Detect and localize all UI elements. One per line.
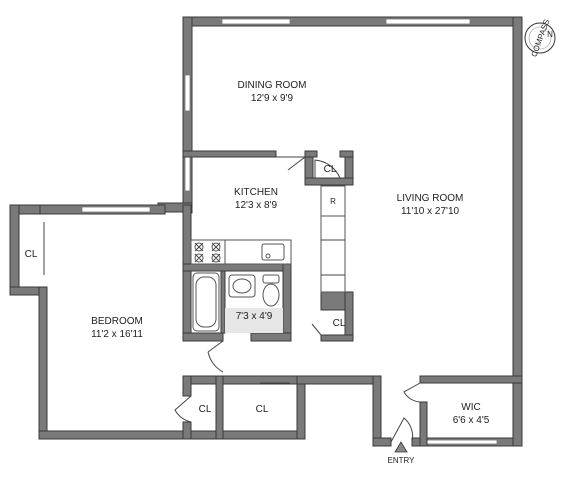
wic-size: 6'6 x 4'5	[453, 415, 490, 426]
refrigerator	[320, 185, 346, 217]
door-wic	[403, 382, 421, 403]
window-dining-side	[184, 74, 191, 112]
wall-bath-right	[282, 263, 292, 342]
doors	[43, 156, 421, 443]
wall-kcl-top-l	[304, 150, 318, 158]
bedroom-closet-label: CL	[25, 249, 38, 260]
wall-entry-left	[372, 375, 382, 447]
dining-room-size: 12'9 x 9'9	[251, 93, 294, 104]
door-entry	[390, 417, 414, 443]
wall-bath-bottom-r	[250, 332, 292, 342]
wall-wic-right	[512, 376, 523, 447]
door-kitchen-leaf	[287, 156, 306, 171]
wall-wic-left	[419, 401, 428, 447]
room-labels: DINING ROOM 12'9 x 9'9 KITCHEN 12'3 x 8'…	[91, 80, 490, 426]
wall-bath-top	[182, 263, 290, 272]
dining-room-name: DINING ROOM	[238, 80, 307, 91]
entry-label: ENTRY	[388, 456, 416, 465]
wall-lcl-bottom	[320, 334, 354, 342]
bedroom-name: BEDROOM	[91, 316, 143, 327]
sink-drain-icon	[265, 253, 271, 259]
wall-bedroom-bottom	[38, 430, 184, 440]
door-kcl	[314, 159, 341, 179]
wall-hcl-left	[182, 375, 192, 397]
wall-bath-bottom-l	[182, 332, 224, 342]
living-room-name: LIVING ROOM	[397, 193, 464, 204]
bath-floor-tile	[225, 308, 283, 333]
closet-labels: CL CL CL CL CL	[25, 164, 346, 415]
windows	[81, 18, 498, 445]
wall-wic-top	[419, 375, 523, 384]
door-hcl	[174, 395, 192, 423]
entry-marker: ENTRY	[388, 441, 416, 465]
small-closet-label: CL	[199, 404, 212, 415]
stove-burners-icon	[194, 242, 221, 263]
bathtub-basin	[195, 276, 217, 328]
wall-entry-top	[296, 375, 382, 385]
compass-icon	[524, 22, 556, 54]
window-wic	[426, 439, 498, 445]
door-lcl-leaf	[311, 323, 322, 336]
compass-north-label: N	[547, 30, 553, 39]
wall-hall-right	[296, 375, 306, 440]
entry-arrow-icon	[394, 441, 408, 453]
kitchen-fixtures: R	[190, 185, 346, 293]
door-bath-leaf	[207, 340, 224, 353]
door-bath-arc	[207, 351, 224, 373]
window-kitchen-side	[184, 156, 191, 192]
living-closet-label: CL	[333, 318, 346, 329]
living-room-size: 11'10 x 27'10	[401, 206, 460, 217]
wall-bath-tub-divider	[220, 270, 226, 334]
interior-walls	[182, 150, 523, 447]
bath-size: 7'3 x 4'9	[236, 311, 273, 322]
bath-sink-basin	[232, 278, 252, 294]
wall-kcl-bottom	[304, 177, 354, 186]
window-bedroom	[81, 206, 151, 213]
wall-hcl-divider	[215, 375, 224, 440]
kitchen-closet-label: CL	[324, 164, 337, 175]
compass: COMPASS N	[524, 18, 556, 58]
bedroom-size: 11'2 x 16'11	[91, 329, 143, 340]
wall-right	[512, 16, 523, 378]
wall-entry-bottom-left	[372, 437, 392, 447]
wall-hall-bottom	[189, 430, 306, 440]
kitchen-sink-icon	[261, 243, 285, 261]
refrigerator-label: R	[330, 197, 336, 206]
wall-kcl-top-r	[339, 150, 354, 158]
window-living	[385, 18, 471, 25]
wall-bedroom-left	[38, 286, 48, 440]
bath-fixtures	[192, 272, 283, 333]
kitchen-name: KITCHEN	[234, 187, 278, 198]
toilet-tank	[262, 274, 280, 284]
wall-hcl-left-low	[182, 421, 192, 440]
window-dining	[221, 18, 291, 25]
kitchen-size: 12'3 x 8'9	[235, 200, 278, 211]
hall-closet-label: CL	[256, 404, 269, 415]
wall-closet-left	[9, 204, 20, 296]
toilet-icon	[262, 283, 280, 307]
counter-divider	[321, 239, 345, 276]
wall-dining-kitchen	[182, 150, 277, 158]
wall-lcl-right	[344, 291, 354, 342]
wic-name: WIC	[461, 402, 480, 413]
